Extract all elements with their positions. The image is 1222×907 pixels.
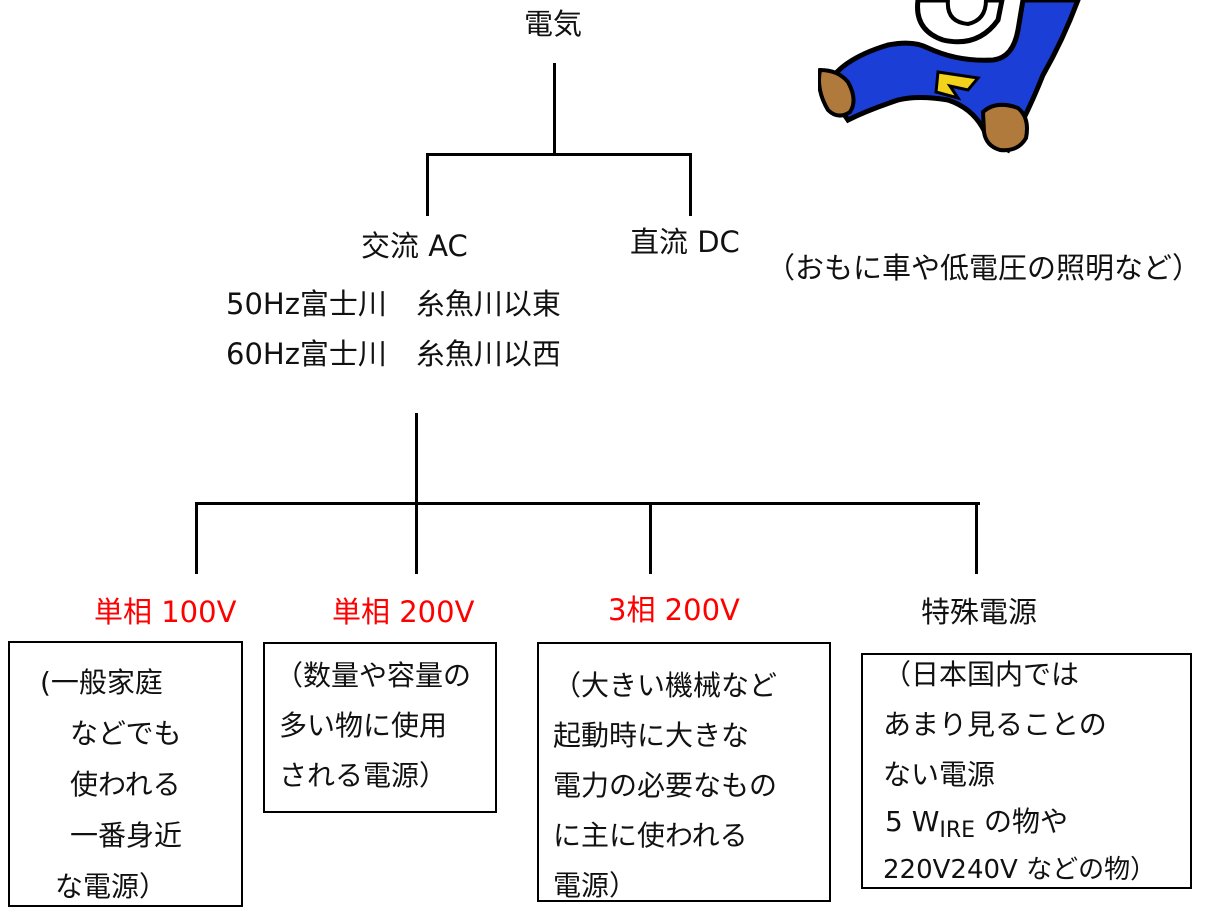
mascot-illustration [818, 0, 1081, 154]
desc-box-single-200v: （数量や容量の 多い物に使用 される電源） [263, 642, 497, 813]
supply-drop-1 [195, 502, 198, 574]
desc-box-special: （日本国内では あまり見ることの ない電源 5 WIRE の物や 220V240… [861, 653, 1192, 889]
mascot-eye [945, 0, 988, 27]
desc-line: 電源） [553, 869, 638, 902]
desc-line: 電力の必要なもの [553, 769, 778, 802]
supply-drop-4 [975, 502, 978, 574]
supply-label-single-100v: 単相 100V [94, 595, 237, 629]
supply-label-three-phase-200v: 3相 200V [608, 593, 740, 627]
supply-drop-2 [415, 502, 418, 574]
supply-drop-3 [649, 502, 652, 574]
supply-branch-line [195, 502, 980, 505]
dc-note: （おもに車や低電圧の照明など） [766, 251, 1202, 285]
ac-node-label: 交流 AC [361, 229, 468, 263]
mascot-belt [934, 70, 981, 101]
desc-line: （数量や容量の [275, 659, 472, 692]
supply-label-special: 特殊電源 [921, 595, 1038, 629]
mascot-boot-right [980, 102, 1029, 153]
wire-subscript: IRE [939, 818, 976, 843]
desc-line: ない電源 [883, 758, 996, 791]
desc-box-three-phase-200v: （大きい機械など 起動時に大きな 電力の必要なもの に主に使われる 電源） [537, 642, 831, 902]
dc-node-label: 直流 DC [630, 225, 740, 259]
desc-line-wire: 5 WIRE の物や [885, 808, 1068, 842]
desc-line: 一番身近 [70, 819, 183, 852]
wire-prefix: 5 W [885, 805, 940, 838]
desc-line: 使われる [70, 768, 181, 801]
root-connector [553, 63, 556, 153]
desc-line: 起動時に大きな [553, 719, 750, 752]
root-node-label: 電気 [524, 7, 583, 41]
dc-connector [689, 153, 692, 216]
desc-line: に主に使われる [553, 819, 748, 852]
desc-line: （日本国内では [883, 658, 1080, 691]
desc-line: （大きい機械など [553, 669, 778, 702]
desc-line: される電源） [279, 759, 448, 792]
desc-line: 多い物に使用 [279, 709, 448, 742]
desc-line: などでも [70, 717, 182, 750]
desc-line: な電源） [55, 870, 168, 903]
supply-connector [415, 413, 418, 503]
desc-line: (一般家庭 [40, 666, 163, 699]
desc-line-voltages: 220V240V などの物） [883, 855, 1157, 885]
ac-connector [426, 153, 429, 216]
mascot-boot-left [818, 67, 856, 118]
ac-frequency-east: 50Hz富士川 糸魚川以東 [226, 287, 561, 321]
supply-label-single-200v: 単相 200V [332, 595, 475, 629]
desc-box-single-100v: (一般家庭 などでも 使われる 一番身近 な電源） [8, 641, 243, 907]
ac-dc-branch-line [426, 153, 692, 156]
ac-frequency-west: 60Hz富士川 糸魚川以西 [226, 337, 561, 371]
wire-suffix: の物や [975, 805, 1068, 838]
desc-line: あまり見ることの [883, 708, 1107, 741]
